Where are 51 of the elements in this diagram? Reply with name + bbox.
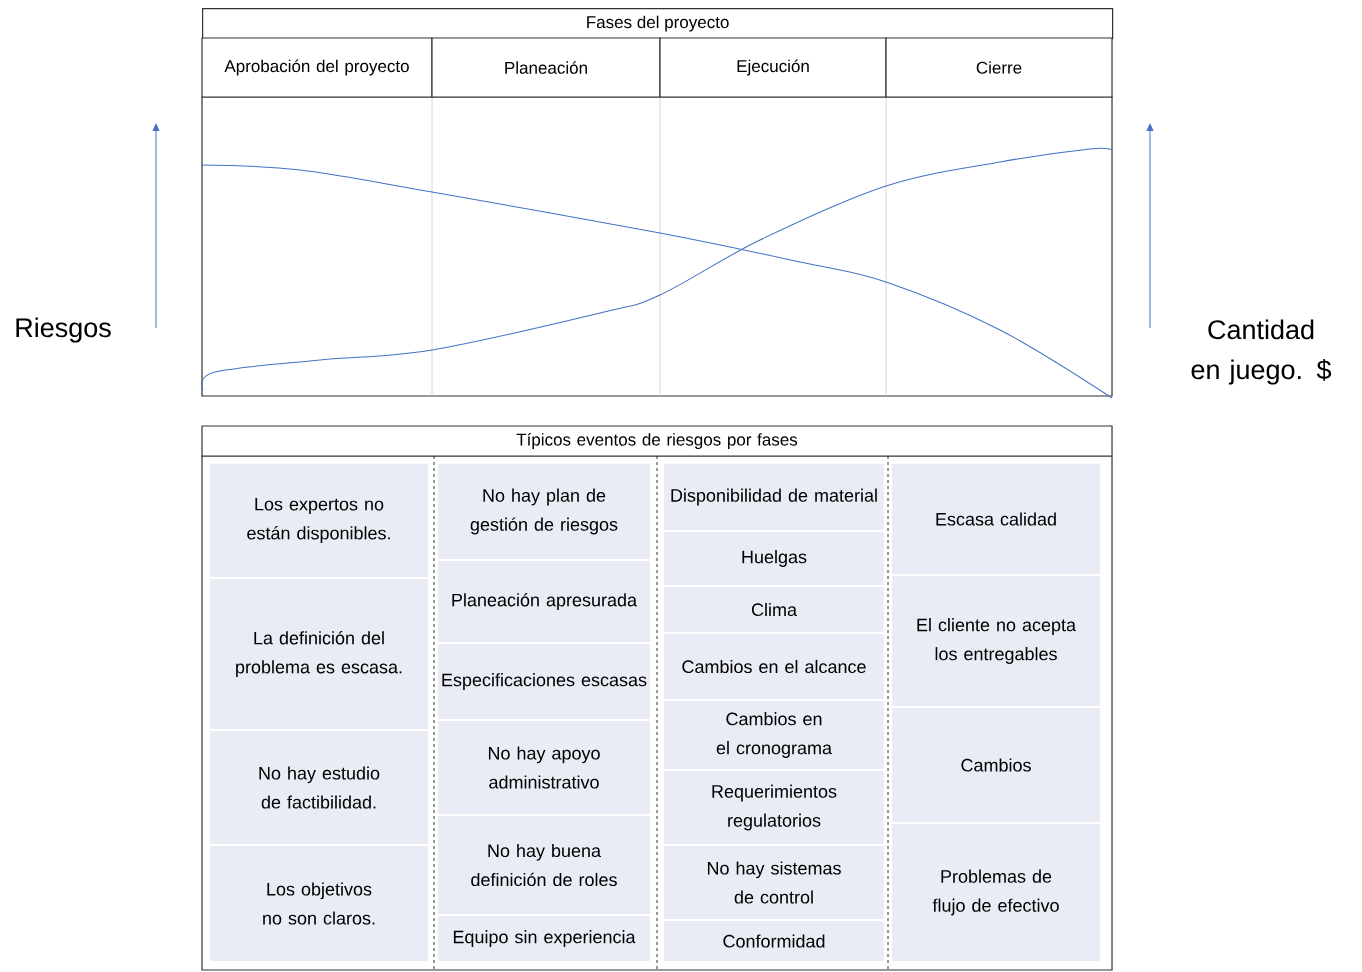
node-label: Equipo sin experiencia — [453, 930, 636, 947]
table-cell: Los objetivos no son claros. — [210, 846, 428, 961]
axis-label: Cantidad en juego. $ — [1191, 319, 1332, 385]
table-cell: La definición del problema es escasa. — [210, 579, 428, 729]
node-label: Cambios en el cronograma — [716, 712, 833, 758]
table-cell: No hay buena definición de roles — [438, 816, 650, 914]
node-label: Los expertos no están disponibles. — [247, 497, 390, 544]
phase-header: Ejecución — [659, 37, 887, 98]
table-cell: Huelgas — [664, 532, 884, 585]
table-cell: Disponibilidad de material — [664, 464, 884, 530]
table-cell: Los expertos no están disponibles. — [210, 464, 428, 577]
node-label: No hay plan de gestión de riesgos — [470, 488, 618, 535]
table-cell: Cambios en el alcance — [664, 634, 884, 699]
table-cell: Especificaciones escasas — [438, 644, 650, 719]
node-label: Conformidad — [723, 934, 825, 948]
node-label: Disponibilidad de material — [671, 488, 877, 506]
table-cell: No hay apoyo administrativo — [438, 721, 650, 814]
phase-header: Cierre — [885, 37, 1113, 98]
node-label: No hay estudio de factibilidad. — [259, 766, 380, 809]
node-label: Escasa calidad — [936, 512, 1056, 526]
table-cell: El cliente no acepta los entregables — [892, 576, 1100, 706]
table-cell: Equipo sin experiencia — [438, 916, 650, 961]
table-cell: No hay sistemas de control — [664, 846, 884, 919]
node-label: Planeación apresurada — [452, 593, 638, 610]
table-cell: Problemas de flujo de efectivo — [892, 824, 1100, 961]
table-cell: Cambios — [892, 708, 1100, 822]
node-label: Huelgas — [742, 550, 807, 567]
table-header: Típicos eventos de riesgos por fases — [201, 425, 1113, 457]
table-cell: No hay plan de gestión de riesgos — [438, 464, 650, 559]
table-cell: Planeación apresurada — [438, 561, 650, 642]
table-cell: Cambios en el cronograma — [664, 701, 884, 769]
node-label: Problemas de flujo de efectivo — [932, 869, 1059, 916]
table-cell: Escasa calidad — [892, 464, 1100, 574]
table-cell: Conformidad — [664, 921, 884, 961]
node-label: No hay apoyo administrativo — [488, 746, 600, 789]
node-label: No hay buena definición de roles — [471, 843, 617, 887]
phase-header: Planeación — [431, 37, 661, 98]
node-label: Especificaciones escasas — [442, 673, 647, 690]
node-label: Requerimientos regulatorios — [712, 784, 837, 831]
node-label: Cambios en el alcance — [682, 659, 866, 674]
node-label: El cliente no acepta los entregables — [917, 618, 1077, 664]
phase-header: Aprobación del proyecto — [201, 37, 433, 98]
node-label: No hay sistemas de control — [707, 861, 841, 904]
axis-label: Riesgos — [16, 317, 111, 343]
node-label: Cambios — [961, 758, 1031, 772]
table-cell: No hay estudio de factibilidad. — [210, 731, 428, 844]
table-cell: Clima — [664, 587, 884, 632]
node-label: Clima — [751, 602, 797, 617]
table-cell: Requerimientos regulatorios — [664, 771, 884, 844]
node-label: La definición del problema es escasa. — [236, 631, 402, 677]
node-label: Los objetivos no son claros. — [263, 882, 375, 925]
